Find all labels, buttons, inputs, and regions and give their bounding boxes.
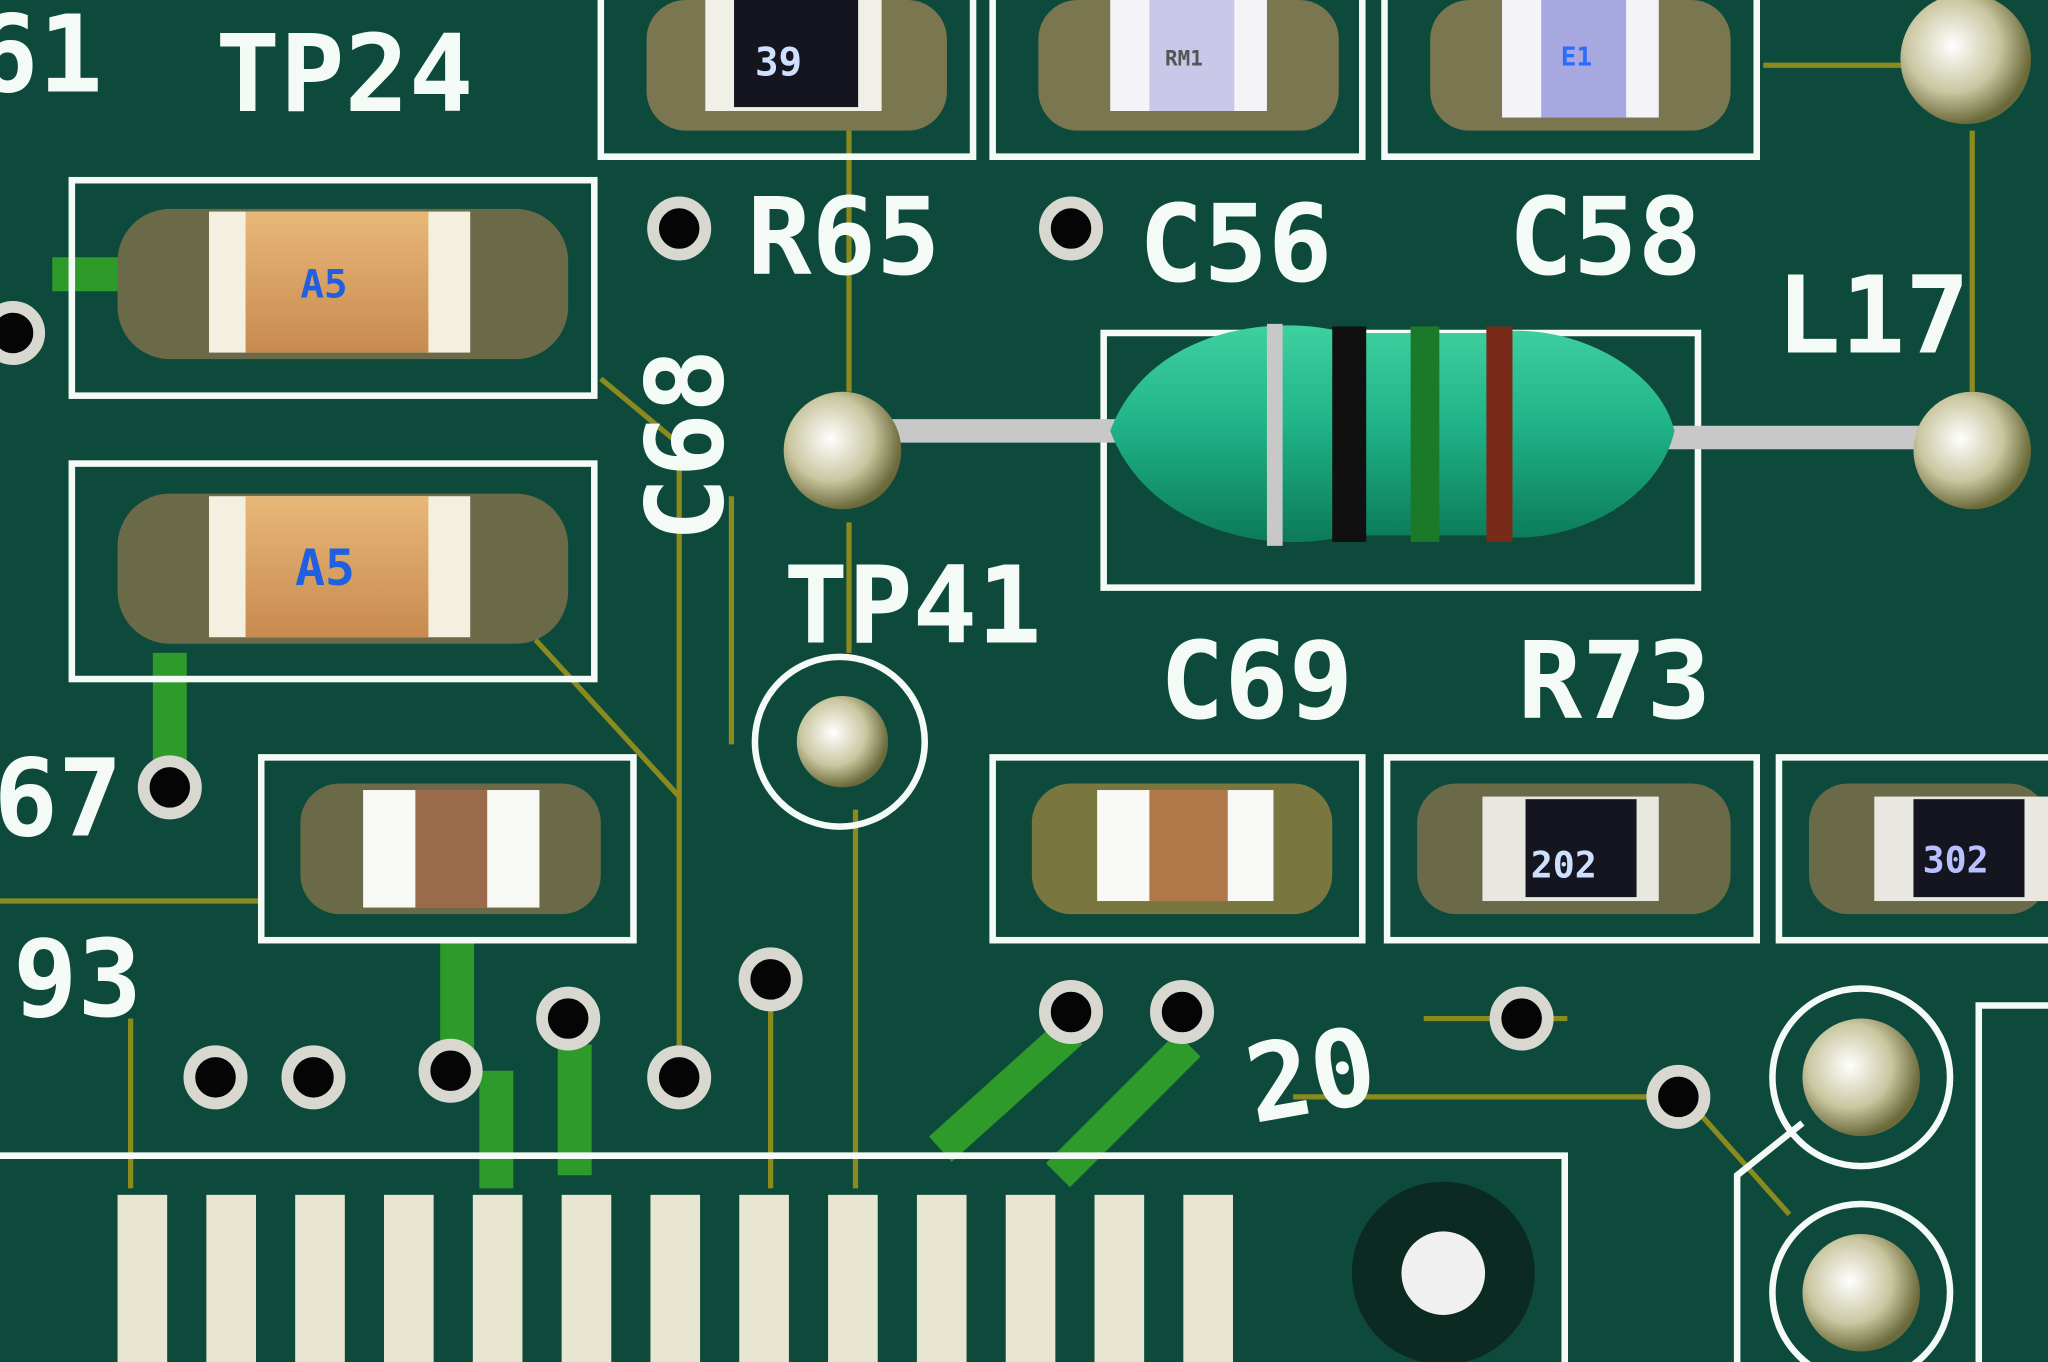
label-c58: C58 (1509, 176, 1702, 300)
inductor-l17 (850, 323, 1984, 546)
solder-points (783, 0, 2032, 1362)
label-c68: C68 (624, 349, 748, 542)
label-r65: R65 (747, 176, 940, 300)
label-c69: C69 (1160, 620, 1353, 744)
silkscreen-labels: 61 TP24 R65 C56 C58 L17 C68 TP41 C69 R73… (0, 0, 1970, 1149)
resistor-39: 39 (646, 0, 947, 131)
resistor-r73: 202 (1417, 783, 1731, 915)
capacitor-c58: E1 (1430, 0, 1731, 131)
label-93: 93 (13, 918, 142, 1042)
marking-302: 302 (1923, 838, 1989, 881)
capacitor-c69 (1031, 783, 1333, 915)
ic-pins (117, 1194, 1233, 1362)
label-67: 67 (0, 738, 122, 862)
marking-rm1: RM1 (1165, 46, 1203, 70)
capacitor-c56: RM1 (1038, 0, 1339, 131)
label-tp24: TP24 (216, 13, 474, 137)
label-tp41: TP41 (784, 544, 1042, 668)
capacitor-lower-left (300, 783, 601, 915)
marking-a5-2: A5 (295, 539, 355, 597)
tantalum-capacitor-1: A5 (117, 208, 569, 360)
label-c56: C56 (1139, 183, 1332, 307)
label-r73: R73 (1518, 620, 1711, 744)
marking-39: 39 (755, 41, 802, 86)
marking-202: 202 (1531, 844, 1597, 887)
tantalum-capacitor-2: A5 (117, 493, 569, 644)
resistor-right: 302 (1808, 783, 2048, 915)
label-l17: L17 (1776, 255, 1969, 379)
label-20: 20 (1237, 1004, 1386, 1148)
marking-a5-1: A5 (300, 263, 347, 308)
marking-e1: E1 (1561, 42, 1592, 72)
vias (0, 196, 1711, 1129)
label-61: 61 (0, 0, 103, 117)
